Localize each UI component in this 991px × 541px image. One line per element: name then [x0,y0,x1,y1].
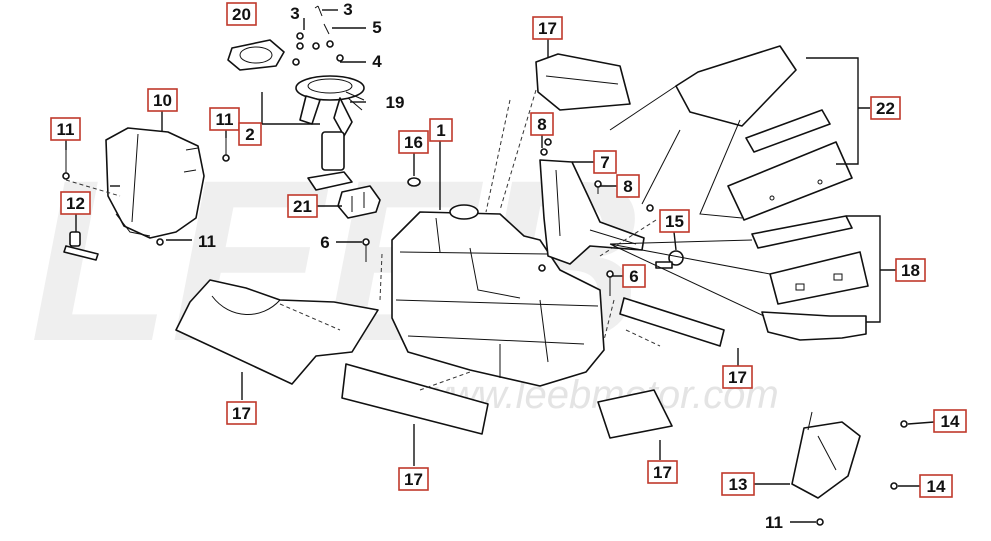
lower-screws [816,420,908,526]
callout-2: 2 [238,122,262,146]
pad-lower-part [597,389,673,439]
parts [62,5,908,526]
callout-7: 7 [593,150,617,174]
heat-shield-lower [751,215,869,341]
callout-14-a: 14 [933,409,967,433]
callout-12: 12 [60,191,91,215]
svg-text:17: 17 [653,463,672,482]
svg-text:10: 10 [153,91,172,110]
lower-bracket-part [791,411,861,499]
svg-text:7: 7 [600,153,609,172]
leader-lines [65,9,935,523]
cover-screws [62,138,230,246]
callout-17-a: 17 [532,16,563,40]
svg-text:8: 8 [623,177,632,196]
callout-15: 15 [659,209,690,233]
svg-text:17: 17 [404,470,423,489]
gasket-part [227,39,285,71]
callout-17-d: 17 [398,467,429,491]
callout-17-e: 17 [647,460,678,484]
callout-14-b: 14 [919,474,953,498]
svg-text:3: 3 [343,0,352,19]
svg-text:13: 13 [729,475,748,494]
svg-text:5: 5 [372,18,381,37]
svg-text:4: 4 [372,52,382,71]
callout-3-b: 3 [343,0,352,19]
svg-text:17: 17 [728,368,747,387]
callout-5: 5 [372,18,381,37]
callout-8-a: 8 [530,112,554,136]
callout-11-c: 11 [198,232,216,251]
pad-top-part [535,53,631,111]
svg-text:6: 6 [320,233,329,252]
callout-8-b: 8 [616,174,640,198]
svg-text:1: 1 [436,121,445,140]
svg-text:19: 19 [386,93,405,112]
assembly-lines [65,89,661,391]
fuel-tank-part [391,204,605,387]
pump-holder-part [337,185,381,219]
svg-text:16: 16 [404,133,423,152]
callout-3-a: 3 [290,4,299,23]
svg-text:11: 11 [198,232,216,251]
svg-text:2: 2 [245,125,254,144]
svg-text:14: 14 [927,477,946,496]
callout-22: 22 [870,96,901,120]
svg-text:15: 15 [665,212,684,231]
svg-text:18: 18 [901,261,920,280]
callout-11-b: 11 [209,107,240,131]
svg-text:22: 22 [876,99,895,118]
callout-11-d: 11 [765,513,783,532]
callout-6-a: 6 [320,233,329,252]
callout-6-b: 6 [622,264,646,288]
bracket-part [63,231,99,261]
svg-text:17: 17 [232,404,251,423]
tank-bracket-part [539,159,645,265]
pad-bottom-part [341,363,489,435]
svg-text:17: 17 [538,19,557,38]
callout-4: 4 [372,52,382,71]
callout-13: 13 [721,472,755,496]
callout-19: 19 [386,93,405,112]
svg-text:12: 12 [66,194,85,213]
svg-text:3: 3 [290,4,299,23]
svg-text:8: 8 [537,115,546,134]
callout-16: 16 [398,130,429,154]
callout-1: 1 [429,118,453,142]
callout-20: 20 [226,2,257,26]
callout-17-c: 17 [226,401,257,425]
svg-text:11: 11 [216,110,234,129]
pad-right-part [619,297,725,347]
callout-11-a: 11 [50,117,81,141]
fuel-pump-part [295,75,365,191]
callout-21: 21 [287,194,318,218]
side-cover-part [105,127,205,239]
callout-10: 10 [147,88,178,112]
svg-text:6: 6 [629,267,638,286]
svg-text:11: 11 [57,120,75,139]
svg-text:11: 11 [765,513,783,532]
callout-18: 18 [895,258,926,282]
callouts: 20 3 3 5 4 10 11 11 2 19 16 1 17 8 7 8 2… [50,0,967,532]
svg-text:21: 21 [293,197,312,216]
heat-shield-upper [675,45,853,221]
callout-17-b: 17 [722,365,753,389]
svg-text:14: 14 [941,412,960,431]
svg-text:20: 20 [232,5,251,24]
tank-screws [362,138,654,296]
pump-screws [292,5,344,66]
pad-left-part [175,279,379,385]
